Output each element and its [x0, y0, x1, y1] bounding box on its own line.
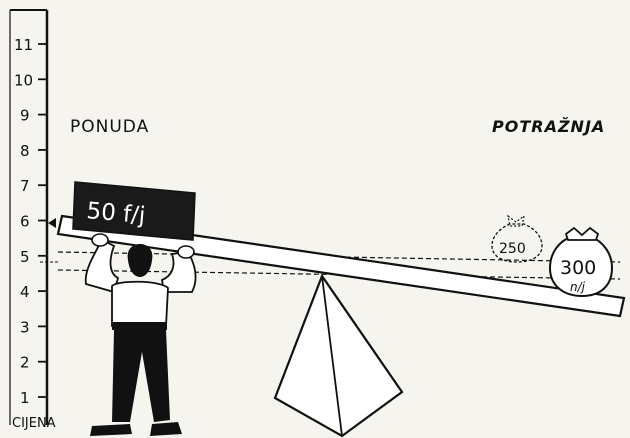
current-demand-bag: 300 n/j — [550, 228, 612, 296]
scale-tick-label: 3 — [20, 318, 30, 336]
scale-tick-label: 1 — [20, 389, 30, 407]
scale-tick-label: 4 — [20, 283, 30, 301]
scale-ticks: 1 2 3 4 5 6 7 8 9 10 11 — [14, 36, 47, 407]
scale-tick-label: 2 — [20, 354, 30, 372]
fulcrum — [275, 276, 402, 436]
supply-box: 50 f/j — [73, 182, 195, 240]
demand-label: POTRAŽNJA — [492, 117, 605, 136]
scale-tick-label: 10 — [14, 71, 33, 89]
current-bag-unit: n/j — [570, 280, 586, 294]
supply-label: PONUDA — [70, 117, 149, 137]
scale-tick-label: 6 — [20, 213, 30, 231]
previous-demand-bag: 250 — [492, 216, 542, 262]
scale-tick-label: 9 — [20, 107, 30, 125]
scale-tick-label: 5 — [20, 248, 30, 266]
scale-tick-label: 11 — [14, 36, 33, 54]
current-bag-value: 300 — [560, 257, 596, 279]
man-figure — [86, 234, 196, 436]
scale-tick-label: 7 — [20, 177, 30, 195]
price-scale: 1 2 3 4 5 6 7 8 9 10 11 CIJENA — [10, 10, 56, 431]
scale-title: CIJENA — [12, 416, 56, 431]
supply-box-text: 50 f/j — [85, 198, 146, 229]
previous-bag-value: 250 — [499, 241, 526, 257]
scale-tick-label: 8 — [20, 142, 30, 160]
current-price-marker — [48, 218, 56, 228]
